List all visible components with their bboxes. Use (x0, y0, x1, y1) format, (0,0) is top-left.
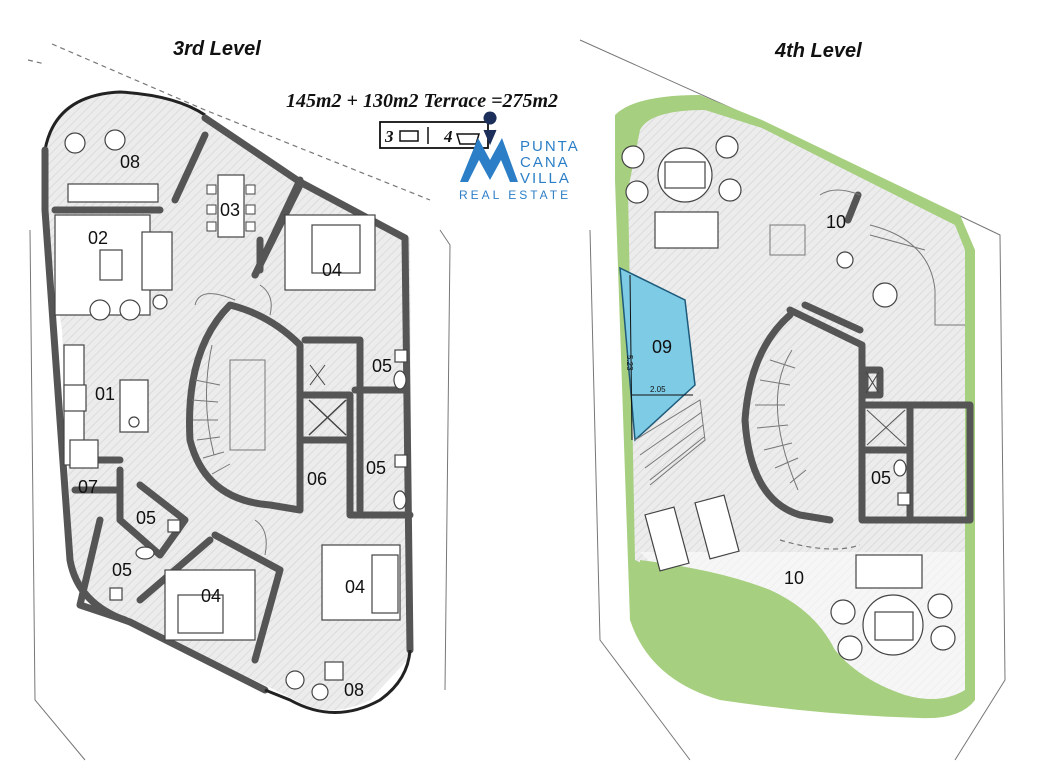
room-label: 05 (871, 468, 891, 488)
outdoor-sofa (855, 554, 923, 589)
staircase (186, 301, 304, 514)
room-label: 05 (136, 508, 156, 528)
brand-line3: VILLA (520, 170, 571, 187)
sink-icon (128, 416, 140, 428)
pool-length-dimension: 5.23 (625, 355, 634, 371)
terrace-chair (104, 129, 126, 151)
room-label: 08 (344, 680, 364, 700)
third-level-plan (27, 43, 451, 761)
sun-lounger (694, 494, 740, 560)
stair-wall-4th (741, 311, 834, 524)
room-label: 04 (345, 577, 365, 597)
terrace-curve-bottom (264, 649, 412, 714)
armchair (89, 299, 111, 321)
bed (177, 594, 224, 634)
room-label: 08 (120, 152, 140, 172)
side-table (311, 683, 329, 701)
pool-width-dimension: 2.05 (650, 385, 666, 394)
brand-line2: CANA (520, 154, 570, 171)
level-label-fourth: 4th Level (774, 40, 862, 62)
room-label: 05 (112, 560, 132, 580)
level-label-third: 3rd Level (173, 38, 261, 60)
terrace-chair (285, 670, 305, 690)
site-boundary-left (27, 43, 431, 201)
baths-count: 4 (443, 127, 453, 146)
brand-line4: REAL ESTATE (459, 188, 571, 202)
beds-count: 3 (384, 127, 394, 146)
armchair (119, 299, 141, 321)
brand-logo: PUNTA CANA VILLA REAL ESTATE (459, 138, 580, 202)
room-label: 03 (220, 200, 240, 220)
room-label: 07 (78, 477, 98, 497)
dining-table (217, 174, 245, 238)
beds-baths-badge: 3 4 (379, 121, 489, 149)
room-label: 02 (88, 228, 108, 248)
fourth-level-plan (579, 39, 1006, 761)
side-table (152, 294, 168, 310)
room-label: 04 (201, 586, 221, 606)
right-outer-wall (201, 114, 414, 654)
room-label: 05 (366, 458, 386, 478)
bed-icon (399, 130, 419, 142)
stove-icon (63, 384, 87, 412)
room-label: 06 (307, 469, 327, 489)
outdoor-sofa (654, 211, 719, 249)
room-label: 04 (322, 260, 342, 280)
pool (619, 266, 696, 442)
room-label: 09 (652, 337, 672, 357)
terrace-chair (324, 661, 344, 681)
room-label: 01 (95, 384, 115, 404)
area-summary: 145m2 + 130m2 Terrace =275m2 (286, 90, 558, 112)
coffee-table (99, 249, 123, 281)
fridge (69, 439, 99, 469)
logo-mark-icon (460, 138, 518, 182)
room-label: 10 (784, 568, 804, 588)
terrace-sofa (67, 183, 159, 203)
brand-line1: PUNTA (520, 138, 580, 155)
room-label: 10 (826, 212, 846, 232)
sun-lounger (644, 506, 690, 572)
bed (371, 554, 399, 614)
sofa (141, 231, 173, 291)
site-edge-left (29, 229, 451, 761)
terrace-chair (64, 132, 86, 154)
room-label: 05 (372, 356, 392, 376)
location-pin-icon (483, 111, 497, 146)
terrace-curve-top (43, 90, 206, 151)
bed (311, 224, 361, 274)
